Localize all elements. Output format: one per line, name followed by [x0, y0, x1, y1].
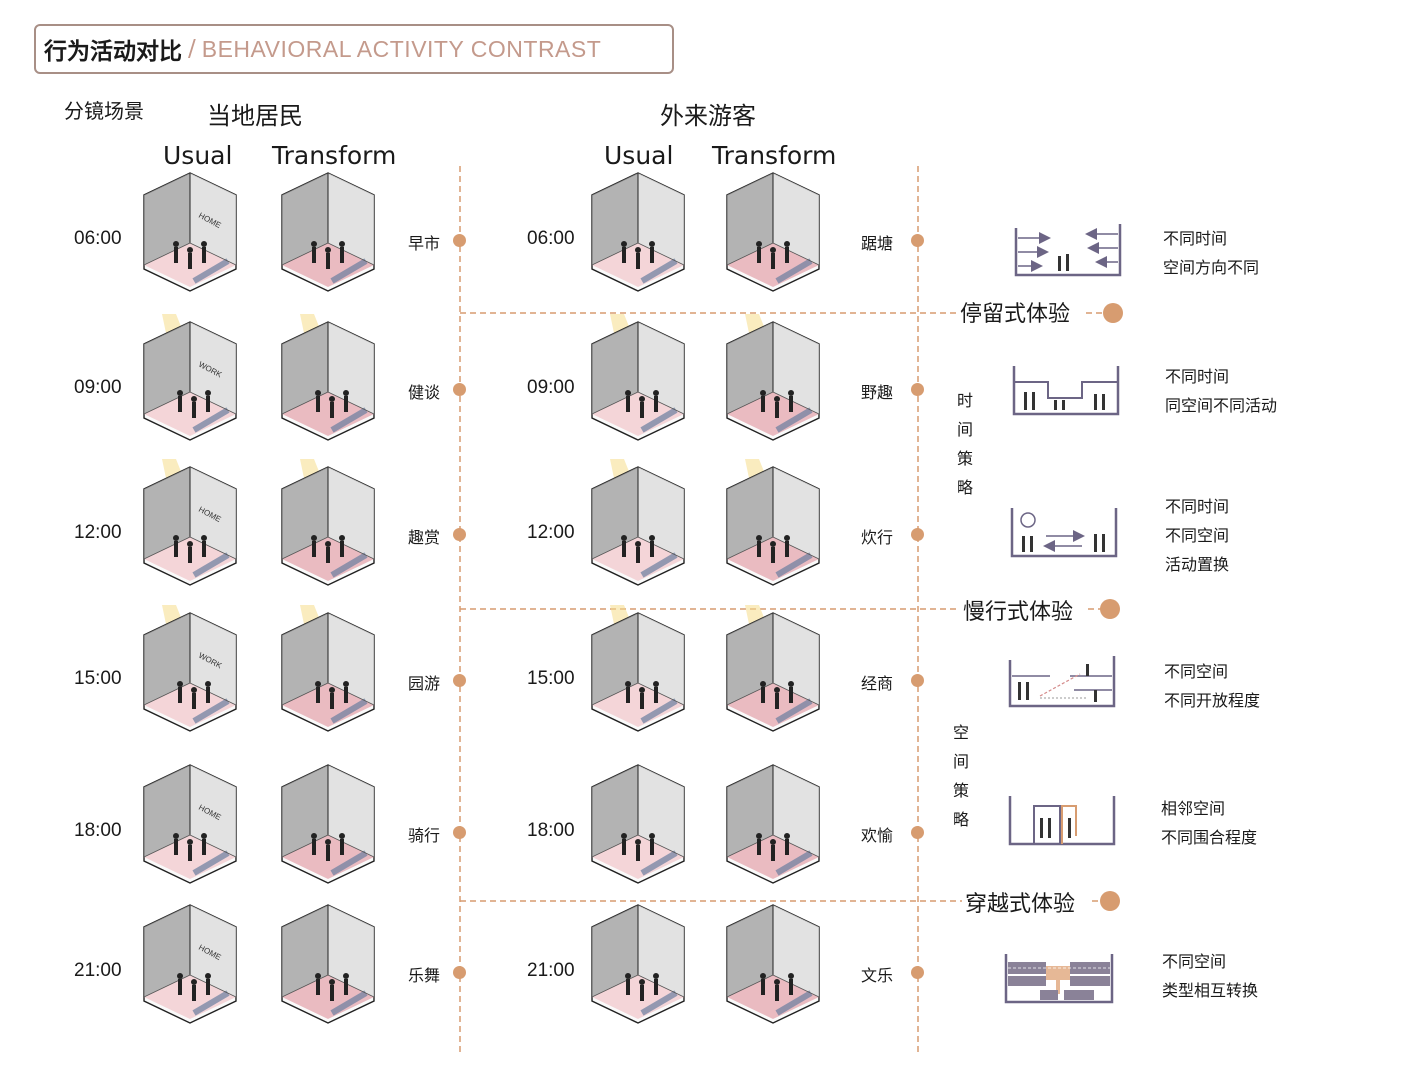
tourist-usual-cube-1	[591, 314, 685, 441]
local-activity-5: 乐舞	[408, 966, 441, 985]
local-transform-cube-2	[281, 459, 375, 586]
tourist-dot-2	[911, 528, 924, 541]
tourist-time-5: 21:00	[527, 960, 575, 981]
tourist-usual-cube-0	[591, 172, 685, 292]
title-en: BEHAVIORAL ACTIVITY CONTRAST	[201, 35, 602, 62]
tourist-transform-cube-1	[726, 314, 820, 441]
scene-header: 分镜场景	[64, 99, 144, 123]
tourist-transform-cube-5	[726, 904, 820, 1024]
local-activity-0: 早市	[408, 234, 441, 253]
locals-transform-header: Transform	[272, 141, 397, 170]
tourist-time-4: 18:00	[527, 820, 575, 841]
local-transform-cube-4	[281, 764, 375, 884]
title-box: 行为活动对比 / BEHAVIORAL ACTIVITY CONTRAST	[34, 24, 674, 74]
section-activity-diagram	[1012, 366, 1120, 416]
local-usual-cube-3: WORK	[143, 605, 237, 732]
local-usual-cube-5: HOME	[143, 904, 237, 1024]
tourist-activity-1: 野趣	[861, 383, 894, 402]
note-activity: 不同时间同空间不同活动	[1165, 367, 1278, 415]
tourist-dot-0	[911, 234, 924, 247]
local-activity-4: 骑行	[408, 826, 441, 845]
experience-slow-dot	[1100, 599, 1120, 619]
tourist-activity-0: 踞塘	[861, 234, 894, 253]
tourist-time-0: 06:00	[527, 228, 575, 249]
tourist-time-3: 15:00	[527, 668, 575, 689]
experience-pass-dot	[1100, 891, 1120, 911]
tourist-activity-4: 欢愉	[861, 826, 894, 845]
tourist-usual-cube-4	[591, 764, 685, 884]
locals-header: 当地居民	[207, 102, 303, 130]
local-dot-1	[453, 383, 466, 396]
experience-slow: 慢行式体验	[961, 594, 1076, 626]
section-direction-diagram	[1014, 224, 1122, 277]
note-enclosure: 相邻空间不同围合程度	[1161, 799, 1258, 847]
local-time-4: 18:00	[74, 820, 122, 841]
title-zh: 行为活动对比	[44, 39, 182, 65]
locals-usual-header: Usual	[163, 141, 233, 170]
local-time-5: 21:00	[74, 960, 122, 981]
local-dot-3	[453, 674, 466, 687]
experience-pass: 穿越式体验	[963, 886, 1078, 918]
local-time-1: 09:00	[74, 377, 122, 398]
local-transform-cube-1	[281, 314, 375, 441]
local-time-2: 12:00	[74, 522, 122, 543]
tourist-dot-3	[911, 674, 924, 687]
section-openness-diagram	[1008, 656, 1116, 708]
tourist-transform-cube-0	[726, 172, 820, 292]
local-transform-cube-0	[281, 172, 375, 292]
tourist-time-1: 09:00	[527, 377, 575, 398]
tourist-usual-cube-3	[591, 605, 685, 732]
section-swap-diagram	[1010, 508, 1118, 558]
note-conversion: 不同空间类型相互转换	[1162, 952, 1259, 1000]
tourist-dot-4	[911, 826, 924, 839]
section-enclosure-diagram	[1008, 796, 1116, 846]
tourist-usual-cube-2	[591, 459, 685, 586]
tourists-transform-header: Transform	[712, 141, 837, 170]
tourist-dot-1	[911, 383, 924, 396]
tourist-usual-cube-5	[591, 904, 685, 1024]
local-usual-cube-4: HOME	[143, 764, 237, 884]
section-conversion-diagram	[1004, 954, 1114, 1004]
note-openness: 不同空间不同开放程度	[1164, 662, 1261, 710]
local-usual-cube-0: HOME	[143, 172, 237, 292]
local-dot-2	[453, 528, 466, 541]
local-activity-3: 园游	[408, 674, 441, 693]
tourists-usual-header: Usual	[604, 141, 674, 170]
tourist-transform-cube-3	[726, 605, 820, 732]
tourist-activity-2: 炊行	[861, 528, 894, 547]
tourist-transform-cube-2	[726, 459, 820, 586]
space-strategy-label: 空间策略	[952, 723, 969, 829]
local-transform-cube-5	[281, 904, 375, 1024]
tourist-time-2: 12:00	[527, 522, 575, 543]
local-dot-4	[453, 826, 466, 839]
tourist-dot-5	[911, 966, 924, 979]
local-time-0: 06:00	[74, 228, 122, 249]
tourist-transform-cube-4	[726, 764, 820, 884]
tourist-activity-3: 经商	[861, 674, 894, 693]
local-activity-2: 趣赏	[408, 528, 441, 547]
title-separator: /	[188, 36, 196, 62]
local-time-3: 15:00	[74, 668, 122, 689]
note-direction: 不同时间空间方向不同	[1163, 229, 1260, 277]
experience-stay-dot	[1103, 303, 1123, 323]
tourists-header: 外来游客	[660, 102, 756, 130]
local-dot-5	[453, 966, 466, 979]
experience-stay: 停留式体验	[958, 296, 1073, 328]
note-swap: 不同时间不同空间活动置换	[1165, 497, 1230, 574]
tourist-activity-5: 文乐	[861, 966, 894, 985]
local-activity-1: 健谈	[408, 383, 441, 402]
local-dot-0	[453, 234, 466, 247]
local-transform-cube-3	[281, 605, 375, 732]
local-usual-cube-2: HOME	[143, 459, 237, 586]
time-strategy-label: 时间策略	[956, 391, 973, 497]
local-usual-cube-1: WORK	[143, 314, 237, 441]
